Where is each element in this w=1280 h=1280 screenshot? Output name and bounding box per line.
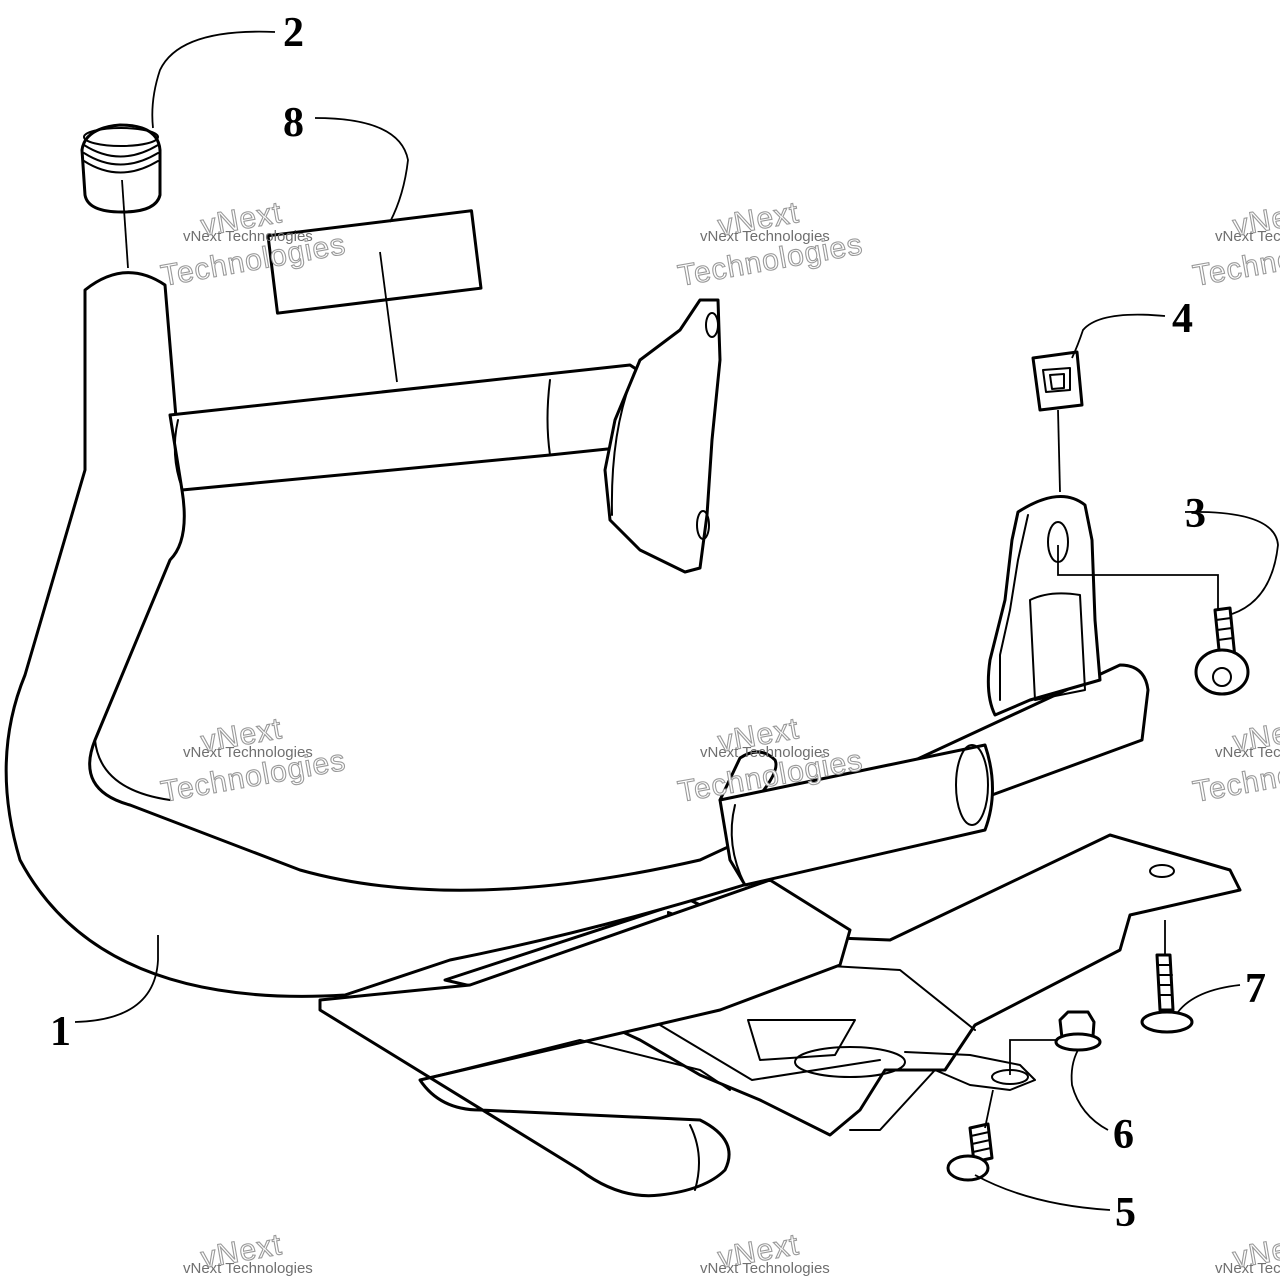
screw (1140, 953, 1194, 1034)
svg-text:vNext Technologies: vNext Technologies (183, 228, 313, 245)
watermark-mid-center: vNext Technologies vNext Technologies (675, 712, 866, 810)
bumper-frame (4, 271, 1150, 1198)
svg-text:vNext Technologies: vNext Technologies (1215, 744, 1280, 761)
svg-text:vNext Technologies: vNext Technologies (183, 1260, 313, 1277)
callout-7: 7 (1245, 966, 1266, 1012)
flange-nut (1054, 1010, 1102, 1052)
callout-3: 3 (1185, 491, 1206, 537)
end-cap (80, 123, 162, 214)
callout-1: 1 (50, 1009, 71, 1055)
flange-bolt (1194, 606, 1250, 696)
svg-text:vNext Technologies: vNext Technologies (1215, 228, 1280, 245)
svg-text:vNext: vNext (1230, 196, 1280, 243)
callout-6: 6 (1113, 1112, 1134, 1158)
callout-4: 4 (1172, 296, 1193, 342)
leader-lines (74, 30, 1279, 1211)
callout-numbers: 1 2 3 4 5 6 7 8 (50, 10, 1266, 1236)
bolt (946, 1122, 994, 1182)
watermark-bottom-left: vNext Technologies vNext (183, 1228, 313, 1277)
svg-text:vNext Technologies: vNext Technologies (700, 744, 830, 761)
callout-5: 5 (1115, 1190, 1136, 1236)
svg-text:vNext Technologies: vNext Technologies (700, 228, 830, 245)
svg-text:vNext Technologies: vNext Technologies (183, 744, 313, 761)
clip-nut (1031, 350, 1084, 412)
watermark-bottom-center: vNext Technologies vNext (700, 1228, 830, 1277)
watermark-bottom-right: vNext Technologies vNext (1215, 1228, 1280, 1277)
side-bracket (986, 495, 1102, 717)
svg-text:vNext Technologies: vNext Technologies (700, 1260, 830, 1277)
svg-text:vNext: vNext (1230, 1228, 1280, 1275)
watermark-top-right: vNext Technologies vNext Technologies (1190, 196, 1280, 294)
svg-text:vNext: vNext (1230, 712, 1280, 759)
callout-8: 8 (283, 100, 304, 146)
decal-label (266, 209, 483, 315)
watermark-mid-right: vNext Technologies vNext Technologies (1190, 712, 1280, 810)
watermark-top-center: vNext Technologies vNext Technologies (675, 196, 866, 294)
watermark-mid-left: vNext Technologies vNext Technologies (158, 712, 349, 810)
svg-text:vNext Technologies: vNext Technologies (1215, 1260, 1280, 1277)
callout-2: 2 (283, 10, 304, 56)
